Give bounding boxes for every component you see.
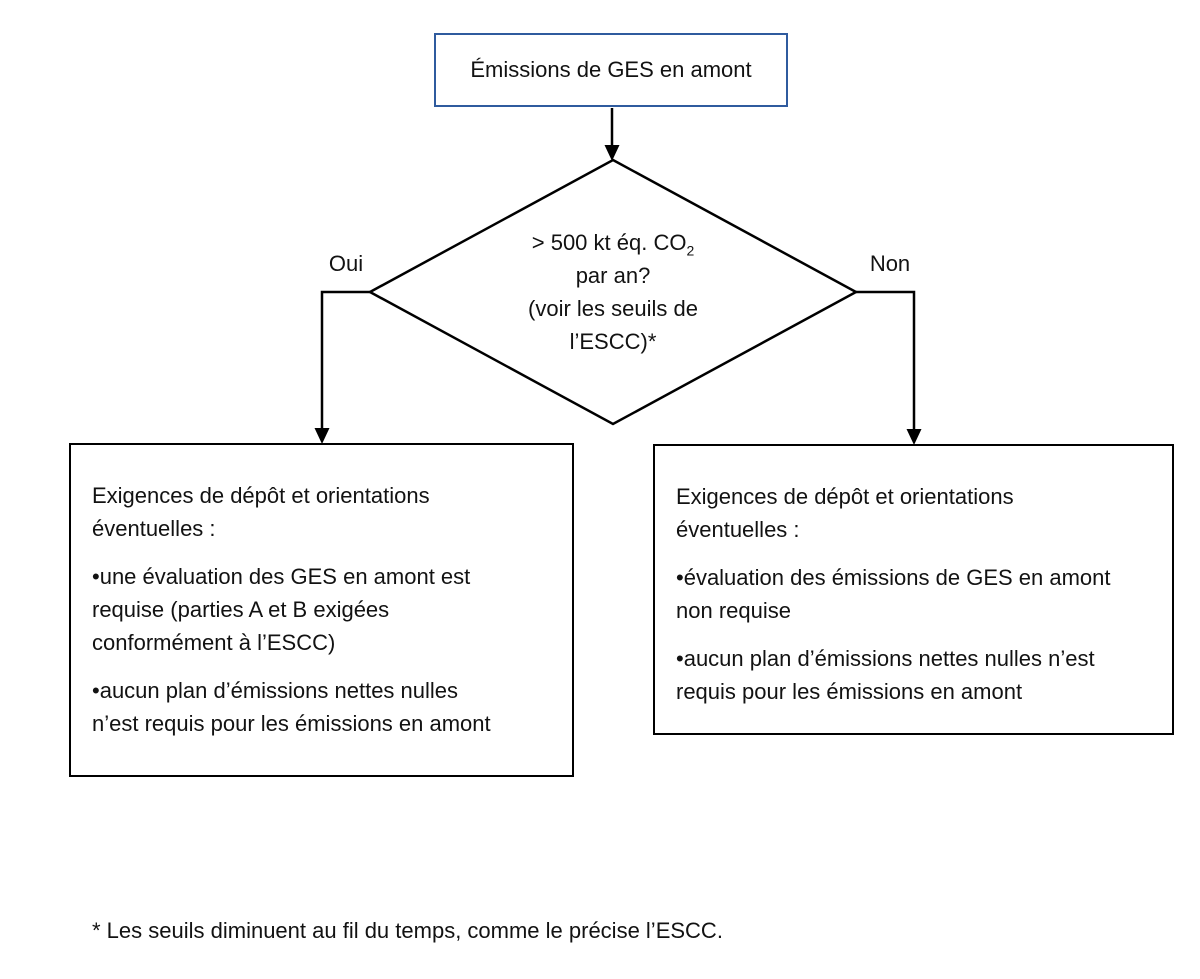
yes-branch-line <box>320 290 370 430</box>
arrow-start-to-decision-head-icon <box>604 145 620 161</box>
outcome-non-bullet-2: •aucun plan d’émissions nettes nulles n’… <box>676 646 1095 704</box>
decision-line-1: > 500 kt éq. CO2 <box>531 230 695 259</box>
footnote: * Les seuils diminuent au fil du temps, … <box>92 918 723 943</box>
outcome-oui-bullet-1: •une évaluation des GES en amont est req… <box>92 564 471 655</box>
start-box: Émissions de GES en amont <box>434 33 788 107</box>
decision-line-3: (voir les seuils de <box>528 296 698 321</box>
outcome-oui-bullet-2: •aucun plan d’émissions nettes nulles n’… <box>92 678 491 736</box>
decision-line-2: par an? <box>575 263 651 288</box>
yes-branch-arrowhead-icon <box>314 428 330 444</box>
decision-text: > 500 kt éq. CO2 par an? (voir les seuil… <box>463 226 763 358</box>
outcome-non-bullet-1: •évaluation des émissions de GES en amon… <box>676 565 1111 623</box>
branch-label-oui: Oui <box>328 251 364 276</box>
no-branch-line <box>856 290 916 431</box>
outcome-non-title: Exigences de dépôt et orientations évent… <box>676 484 1014 542</box>
outcome-oui-title: Exigences de dépôt et orientations évent… <box>92 483 430 541</box>
co2-subscript: 2 <box>686 242 695 259</box>
outcome-box-oui: Exigences de dépôt et orientations évent… <box>69 443 574 777</box>
outcome-box-non: Exigences de dépôt et orientations évent… <box>653 444 1174 735</box>
decision-diamond-shape <box>367 158 859 426</box>
branch-label-non: Non <box>869 251 911 276</box>
no-branch-arrowhead-icon <box>906 429 922 445</box>
decision-line-4: l’ESCC)* <box>569 329 657 354</box>
start-box-label: Émissions de GES en amont <box>470 57 752 82</box>
